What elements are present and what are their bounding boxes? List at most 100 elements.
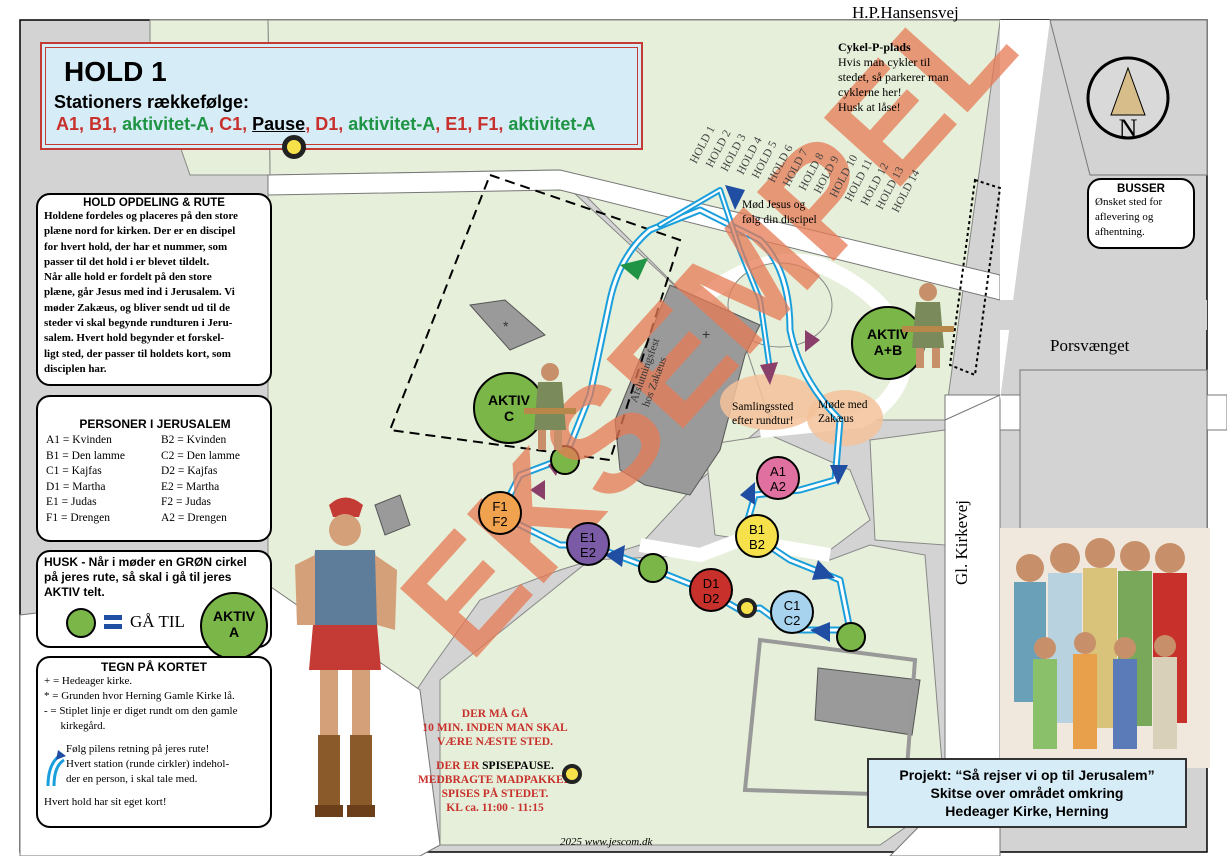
sequence-item: A1	[56, 114, 80, 134]
team-division-line: steder vi skal begynde rundturen i Jeru-	[44, 317, 233, 330]
legend-item: kirkegård.	[44, 720, 106, 732]
team-title: HOLD 1	[64, 56, 167, 87]
east-lawn	[869, 429, 946, 546]
legend-title: TEGN PÅ KORTET	[100, 660, 207, 674]
small-building	[374, 494, 411, 536]
waypoint-southeast	[836, 622, 866, 652]
roman-soldier-figure	[295, 497, 397, 817]
team-division-title: HOLD OPDELING & RUTE	[83, 197, 225, 209]
samlingssted-area	[720, 374, 820, 430]
aktiv-a-badge: AKTIV A	[200, 592, 268, 660]
legend-item: * = Grunden hvor Herning Gamle Kirke lå.	[44, 690, 235, 702]
station-order-label: Stationers rækkefølge:	[54, 92, 250, 112]
team-division-line: Holdene fordeles og placeres på den stor…	[44, 210, 238, 222]
sequence-item: ,	[467, 114, 478, 134]
team-division-line: møder Zakæus, og bliver sendt ud til de	[44, 301, 231, 314]
station-label: C1	[783, 598, 801, 613]
legend-panel: TEGN PÅ KORTET + = Hedeager kirke. * = Gr…	[36, 656, 272, 828]
sequence-item: B1	[89, 114, 113, 134]
pause-icon	[282, 135, 306, 159]
pause-icon-map	[737, 598, 757, 618]
aktiv-c-tent: AKTIV C	[473, 372, 545, 444]
carpenter-figure-west	[524, 363, 576, 450]
sequence-item: F1	[477, 114, 499, 134]
sequence-item: ,	[305, 114, 316, 134]
legend-item: Hvert station (runde cirkler) indehol-	[66, 758, 230, 770]
sequence-item: aktivitet-A	[122, 114, 210, 134]
legend-item: + = Hedeager kirke.	[44, 675, 133, 687]
old-churchyard-dike	[388, 173, 682, 462]
bike-note-line: Hvis man cykler til	[838, 55, 931, 69]
person-entry: C2 = Den lamme	[161, 449, 240, 462]
person-entry: C1 = Kajfas	[46, 465, 102, 477]
waypoint-south	[638, 553, 668, 583]
person-entry: F2 = Judas	[161, 496, 211, 508]
team-division-line: salem. Hvert hold begynder et forskel-	[44, 332, 225, 345]
team-division-line: plæne nord for kirken. Der er en discipe…	[44, 225, 236, 238]
carpenter-figure-east	[902, 283, 954, 368]
sequence-item: C1	[219, 114, 243, 134]
sequence-item: aktivitet-A	[348, 114, 436, 134]
sequence-item: D1	[315, 114, 339, 134]
sequence-item: Pause	[252, 114, 306, 134]
gl-kirkevej-road	[889, 394, 1001, 856]
team-division-line: for hvert hold, der har et nummer, som	[44, 240, 228, 253]
equals-icon	[104, 615, 122, 620]
station-label: F2	[492, 514, 508, 529]
gathering-label: Samlingssted efter rundtur!	[732, 401, 794, 427]
old-church-star: *	[503, 318, 509, 334]
bus-note-line: aflevering og	[1095, 211, 1154, 223]
bike-note-line: cyklerne her!	[838, 85, 902, 99]
person-entry: E2 = Martha	[161, 480, 220, 493]
station-label: B1	[749, 522, 765, 537]
station-label: B2	[749, 537, 765, 552]
station-label: E2	[580, 545, 596, 560]
station-sequence: A1, B1, aktivitet-A, C1, Pause, D1, akti…	[56, 114, 595, 135]
team-header-box: HOLD 1 Stationers rækkefølge: A1, B1, ak…	[40, 42, 643, 150]
sequence-item: ,	[498, 114, 509, 134]
person-entry: A1 = Kvinden	[46, 434, 112, 446]
sequence-item: ,	[112, 114, 123, 134]
person-entry: A2 = Drengen	[161, 511, 227, 524]
person-entry: D1 = Martha	[46, 480, 106, 493]
neighbour-se	[1019, 369, 1208, 541]
station-label: D2	[702, 591, 720, 606]
person-entry: B1 = Den lamme	[46, 449, 125, 462]
team-division-line: ligt sted, der passer til holdets kort, …	[44, 347, 231, 360]
station-label: F1	[492, 499, 508, 514]
team-division-line: Når alle hold er fordelt på den store	[44, 271, 212, 284]
reminder-text: HUSK - Når i møder en GRØN cirkel på jer…	[44, 555, 247, 599]
bike-note-line: stedet, så parkerer man	[838, 70, 949, 84]
bus-note-line: Ønsket sted for	[1095, 196, 1163, 208]
church-plus: +	[702, 326, 711, 342]
sequence-item: ,	[79, 114, 90, 134]
pause-icon-note	[562, 764, 582, 784]
old-church-site	[469, 299, 546, 351]
station-label: A2	[770, 479, 786, 494]
reminder-panel: HUSK - Når i møder en GRØN cirkel på jer…	[36, 550, 272, 660]
sequence-item: E1	[445, 114, 468, 134]
footer-credit: 2025 www.jescom.dk	[560, 836, 653, 848]
station-label: E1	[580, 530, 596, 545]
person-entry: F1 = Drengen	[46, 511, 110, 524]
crowd-illustration	[1000, 528, 1210, 768]
bike-note-line: Husk at låse!	[838, 100, 901, 114]
goto-label: GÅ TIL	[130, 612, 185, 631]
waypoint-aktiv-c	[550, 445, 580, 475]
person-entry: D2 = Kajfas	[161, 465, 218, 477]
person-entry: B2 = Kvinden	[161, 434, 227, 446]
street-porsvaenget: Porsvænget	[1050, 336, 1130, 355]
sequence-item: ,	[435, 114, 446, 134]
persons-list: A1 = Kvinden B2 = Kvinden B1 = Den lamme C2…	[46, 433, 264, 526]
sequence-item: ,	[209, 114, 220, 134]
person-entry: E1 = Judas	[46, 496, 97, 508]
legend-item: Hvert hold har sit eget kort!	[44, 796, 167, 808]
south-building	[814, 667, 921, 736]
